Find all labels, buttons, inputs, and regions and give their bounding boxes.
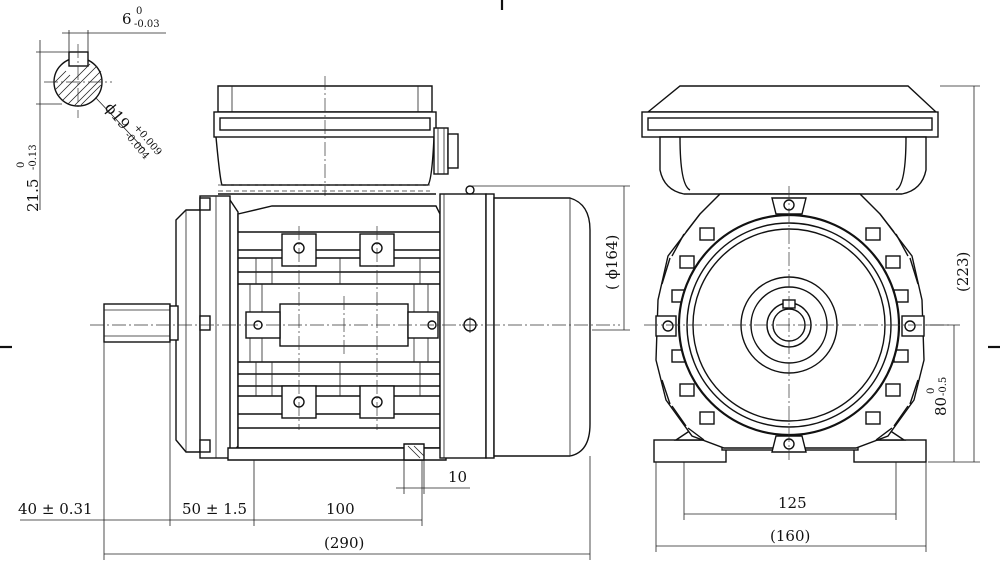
shaft-height-label: 21.5 [24,179,42,212]
front-end-shield [175,195,239,459]
end-view [641,85,950,463]
foot-thickness-label: 10 [448,468,467,486]
shaft-section-detail: 6 0 -0.03 21.5 0 -0.13 ϕ19 +0.009 -0.004 [16,6,166,212]
svg-text:-0.03: -0.03 [134,19,160,30]
svg-text:0: 0 [16,162,27,168]
registration-marks [0,0,1000,349]
flange-to-foot-label: 50 ± 1.5 [182,500,247,518]
base-width-label: (160) [770,527,810,545]
svg-text:0: 0 [136,6,142,17]
center-height-label: 80 [932,397,950,416]
shaft [103,303,179,343]
stator-body [227,205,447,461]
fan-cover [485,193,591,459]
keyway-width-label: 6 [122,10,132,28]
side-foot [227,447,447,461]
end-dimensions: (223) 80 0 -0.5 125 (160) [655,85,980,552]
overall-height-label: (223) [954,252,972,292]
svg-text:0: 0 [926,388,937,394]
end-terminal-box [641,85,939,195]
svg-text:-0.5: -0.5 [938,377,949,396]
fan-diameter-label: ( ϕ164) [603,235,621,290]
shaft-diameter-label: ϕ19 [101,99,134,133]
svg-text:-0.13: -0.13 [28,144,39,170]
foot-spacing-label: 100 [326,500,355,518]
shaft-length-label: 40 ± 0.31 [18,500,93,518]
side-dimensions: ( ϕ164) 40 ± 0.31 50 ± 1.5 100 (290) 10 [18,185,630,560]
rear-end-shield [439,185,487,459]
keyway [68,51,89,67]
foot-width-label: 125 [778,494,807,512]
total-length-label: (290) [324,534,364,552]
side-view [90,76,620,461]
terminal-box [213,76,459,196]
